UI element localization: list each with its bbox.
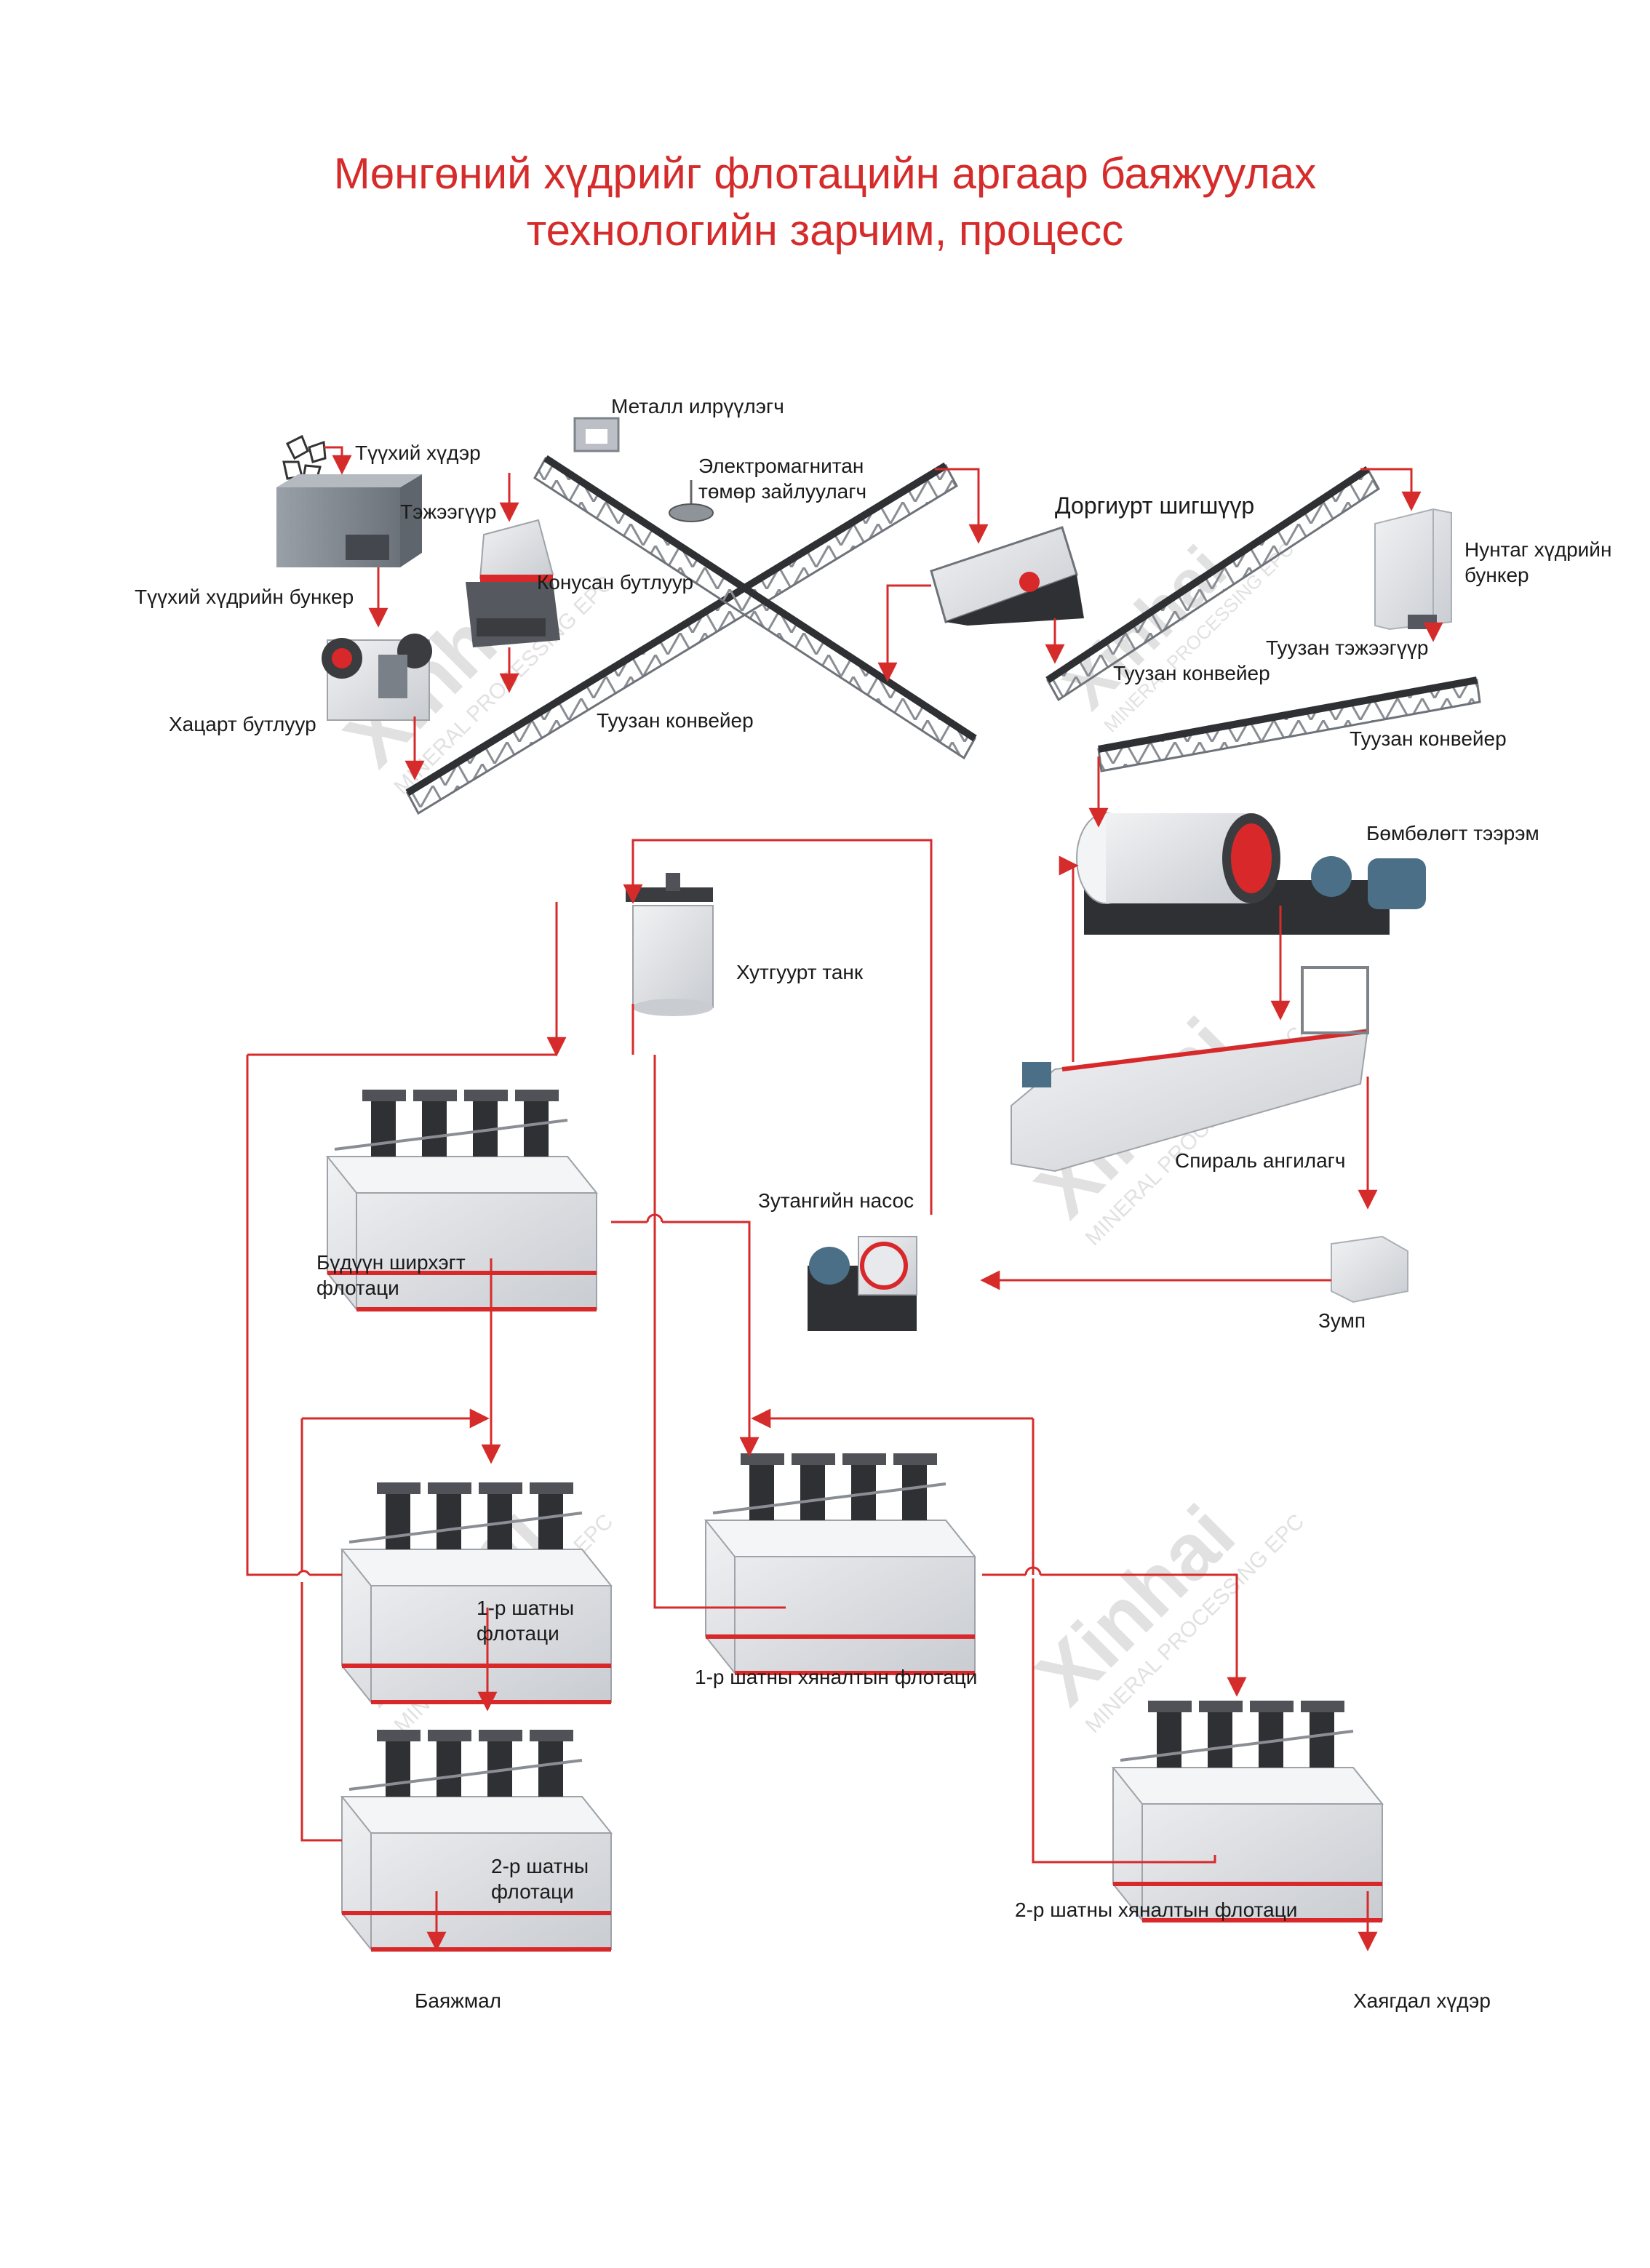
label-vibrating-screen: Доргиурт шигшүүр [1055, 492, 1254, 519]
label-belt-feeder: Туузан тэжээгүүр [1266, 636, 1428, 659]
slurry-pump [808, 1236, 917, 1331]
title-line-1: Мөнгөний хүдрийг флотацийн аргаар баяжуу… [333, 149, 1317, 198]
line-crossing-hops [297, 1213, 1042, 1576]
label-ball-mill: Бөмбөлөгт тээрэм [1366, 822, 1539, 844]
label-tailings: Хаягдал хүдэр [1353, 1989, 1491, 2012]
raw-ore-bin [276, 474, 422, 567]
label-cleaner-1-a: 1-р шатны [477, 1597, 574, 1619]
label-belt-conveyor-b: Туузан конвейер [597, 709, 754, 732]
scavenger-2-flotation-machine [1113, 1701, 1382, 1920]
label-raw-ore-bin: Түүхий хүдрийн бункер [135, 586, 354, 608]
scavenger-1-flotation-machine [706, 1453, 975, 1673]
label-cone-crusher: Конусан бутлуур [537, 571, 693, 594]
electromagnetic-separator [669, 480, 714, 522]
label-metal-detector: Металл илрүүлэгч [611, 395, 784, 418]
label-rougher-flotation-1: Бүдүүн ширхэгт [316, 1251, 466, 1274]
belt-conveyor-up [405, 462, 958, 815]
label-scavenger-1: 1-р шатны хяналтын флотаци [695, 1666, 977, 1688]
jaw-crusher [322, 634, 432, 721]
spiral-classifier [1011, 966, 1369, 1173]
fine-ore-bin [1374, 508, 1452, 631]
label-belt-conveyor-a: Туузан конвейер [1113, 662, 1270, 684]
label-slurry-pump: Зутангийн насос [758, 1189, 914, 1212]
belt-conveyor-right-lower [1097, 676, 1481, 772]
label-spiral-classifier: Спираль ангилагч [1175, 1149, 1345, 1172]
label-cleaner-1-b: флотаци [477, 1622, 559, 1645]
diagram-title: Мөнгөний хүдрийг флотацийн аргаар баяжуу… [0, 145, 1650, 259]
label-electromagnet-1: Электромагнитан [698, 455, 864, 477]
cone-crusher [466, 519, 560, 647]
label-fine-ore-bin-1: Нунтаг хүдрийн [1464, 538, 1611, 561]
sump [1331, 1235, 1408, 1303]
label-electromagnet-2: төмөр зайлуулагч [698, 480, 866, 503]
label-raw-ore: Түүхий хүдэр [355, 442, 481, 464]
label-cleaner-2-a: 2-р шатны [491, 1855, 589, 1877]
metal-detector [573, 417, 620, 452]
label-rougher-flotation-2: флотаци [316, 1277, 399, 1299]
ball-mill [1076, 812, 1426, 935]
label-feeder: Тэжээгүүр [400, 500, 496, 523]
label-scavenger-2: 2-р шатны хяналтын флотаци [1015, 1898, 1297, 1921]
belt-conveyor-right-upper [1045, 466, 1380, 702]
belt-conveyor-down [533, 455, 977, 760]
label-jaw-crusher: Хацарт бутлуур [169, 713, 316, 735]
flow-lines [246, 446, 1443, 1952]
vibrating-screen [930, 526, 1084, 626]
label-cleaner-2-b: флотаци [491, 1880, 574, 1903]
label-concentrate: Баяжмал [415, 1989, 501, 2012]
cleaner-2-flotation-machine [342, 1730, 611, 1949]
label-agitation-tank: Хутгуурт танк [736, 961, 864, 983]
label-belt-conveyor-c: Туузан конвейер [1350, 727, 1507, 750]
title-line-2: технологийн зарчим, процесс [526, 206, 1124, 255]
watermark-4: Xinhai MINERAL PROCESSING EPC [1019, 1489, 1309, 1738]
label-fine-ore-bin-2: бункер [1464, 564, 1529, 586]
label-sump: Зумп [1318, 1309, 1366, 1332]
agitation-tank [626, 873, 714, 1016]
raw-ore-icon [282, 434, 327, 482]
